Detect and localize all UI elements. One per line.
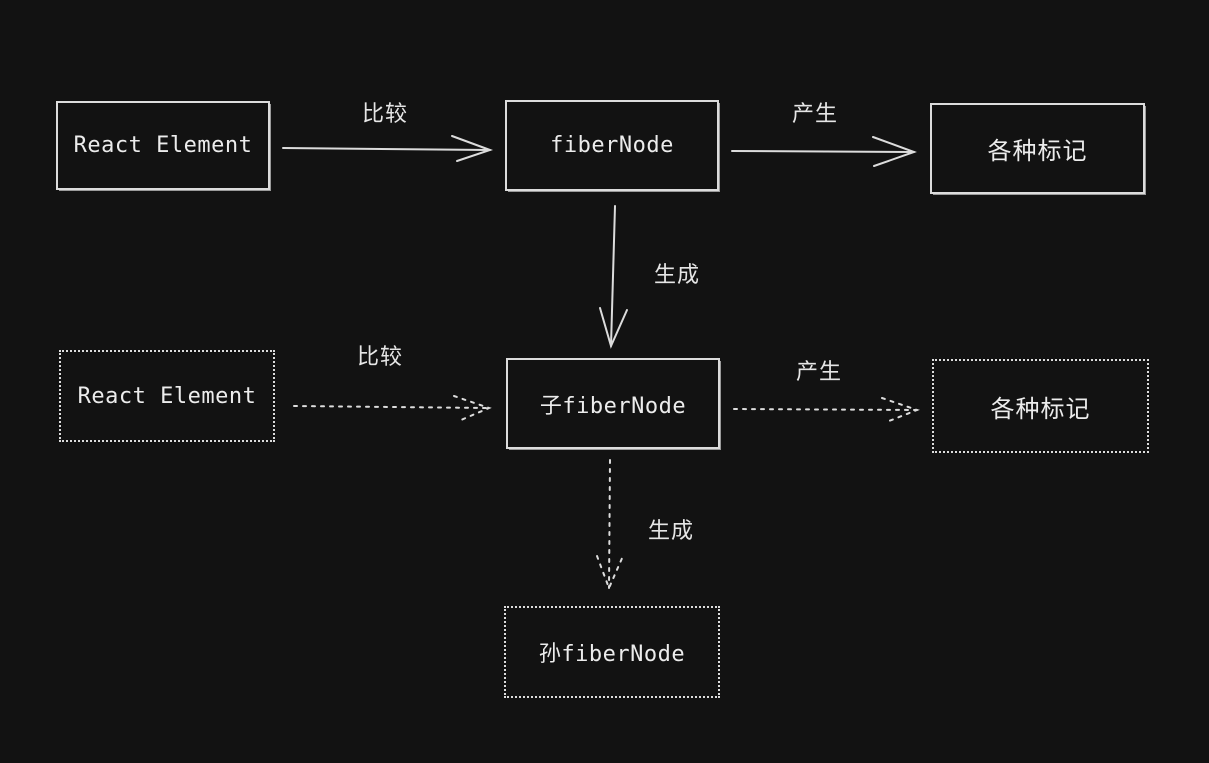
arrow-compare-2 <box>293 395 492 421</box>
arrow-produce-2 <box>733 397 920 422</box>
markers-box-2[interactable]: 各种标记 <box>932 359 1149 453</box>
react-element-box-2[interactable]: React Element <box>59 350 275 442</box>
react-element-label-2: React Element <box>77 383 257 409</box>
react-element-box-1[interactable]: React Element <box>56 101 270 190</box>
arrow-generate-1 <box>599 205 628 349</box>
fibernode-label: fiberNode <box>550 133 674 158</box>
compare-label-2: 比较 <box>357 345 404 370</box>
compare-label-1: 比较 <box>362 102 409 127</box>
generate-label-2: 生成 <box>648 519 695 544</box>
react-element-label-1: React Element <box>73 133 253 158</box>
produce-label-2: 产生 <box>796 360 843 385</box>
markers-box-1[interactable]: 各种标记 <box>930 103 1145 194</box>
grandchild-fibernode-label: 孙fiberNode <box>538 642 686 667</box>
arrow-produce-1 <box>731 136 917 167</box>
child-fibernode-label: 子fiberNode <box>539 393 687 419</box>
markers-label-1: 各种标记 <box>987 137 1088 165</box>
produce-label-1: 产生 <box>792 102 839 127</box>
grandchild-fibernode-box[interactable]: 孙fiberNode <box>504 606 720 698</box>
generate-label-1: 生成 <box>654 263 701 288</box>
arrow-generate-2 <box>596 459 624 591</box>
child-fibernode-box[interactable]: 子fiberNode <box>506 358 720 449</box>
arrow-compare-1 <box>282 135 494 162</box>
fibernode-box[interactable]: fiberNode <box>505 100 719 191</box>
markers-label-2: 各种标记 <box>990 394 1091 423</box>
